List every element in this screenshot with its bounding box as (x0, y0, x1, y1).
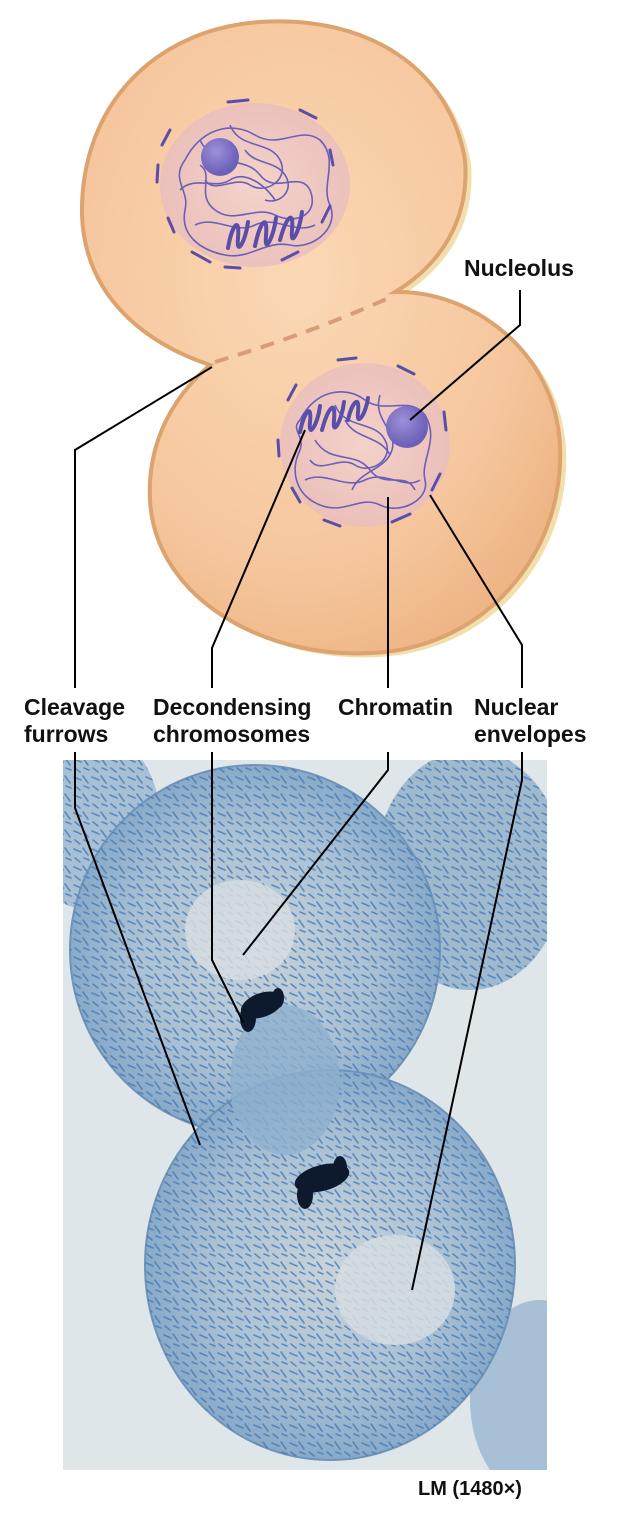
nuclear-envelopes-label: Nuclear envelopes (474, 694, 587, 748)
chromatin-label: Chromatin (338, 694, 453, 720)
light-micrograph (63, 760, 547, 1470)
cell-body (79, 19, 563, 656)
chromatin-leader-bottom (242, 752, 389, 956)
lower-chromatin (294, 391, 432, 509)
lower-nucleus (276, 356, 450, 528)
upper-nucleolus (201, 138, 239, 176)
decondensing-chromosomes-label-line2: chromosomes (153, 721, 311, 747)
leader-lines (74, 290, 523, 1291)
lower-nuclear-envelope (276, 356, 448, 528)
nuclear-envelope-leader-bottom (411, 752, 523, 1291)
upper-nucleus (155, 98, 350, 270)
illustrated-cell (79, 19, 567, 658)
nuclear-envelopes-label-line1: Nuclear (474, 694, 559, 720)
nuclear-envelopes-label-line2: envelopes (474, 721, 587, 747)
nuclear-envelope-leader-top (429, 494, 523, 688)
cleavage-furrow-leader-bottom (74, 752, 201, 1146)
nucleolus-label: Nucleolus (464, 255, 574, 281)
decondensing-chromosomes-label: Decondensing chromosomes (153, 694, 311, 748)
magnification-caption: LM (1480×) (418, 1478, 522, 1500)
lower-chromosomes (298, 396, 370, 434)
cleavage-furrows-label-line2: furrows (24, 721, 109, 747)
decondensing-chromosomes-label-line1: Decondensing (153, 694, 312, 720)
lower-nucleolus (386, 406, 428, 448)
cleavage-furrows-label-line1: Cleavage (24, 694, 126, 720)
cleavage-furrow-leader-top (74, 366, 213, 688)
decondensing-leader-top (211, 429, 306, 688)
upper-chromatin (178, 124, 333, 257)
micrograph-chromosomes (240, 988, 350, 1209)
upper-chromosomes (226, 210, 304, 250)
decondensing-leader-bottom (211, 752, 244, 1023)
nucleolus-leader (409, 290, 521, 421)
upper-nuclear-envelope (155, 98, 335, 270)
cleavage-furrows-label: Cleavage furrows (24, 694, 125, 748)
